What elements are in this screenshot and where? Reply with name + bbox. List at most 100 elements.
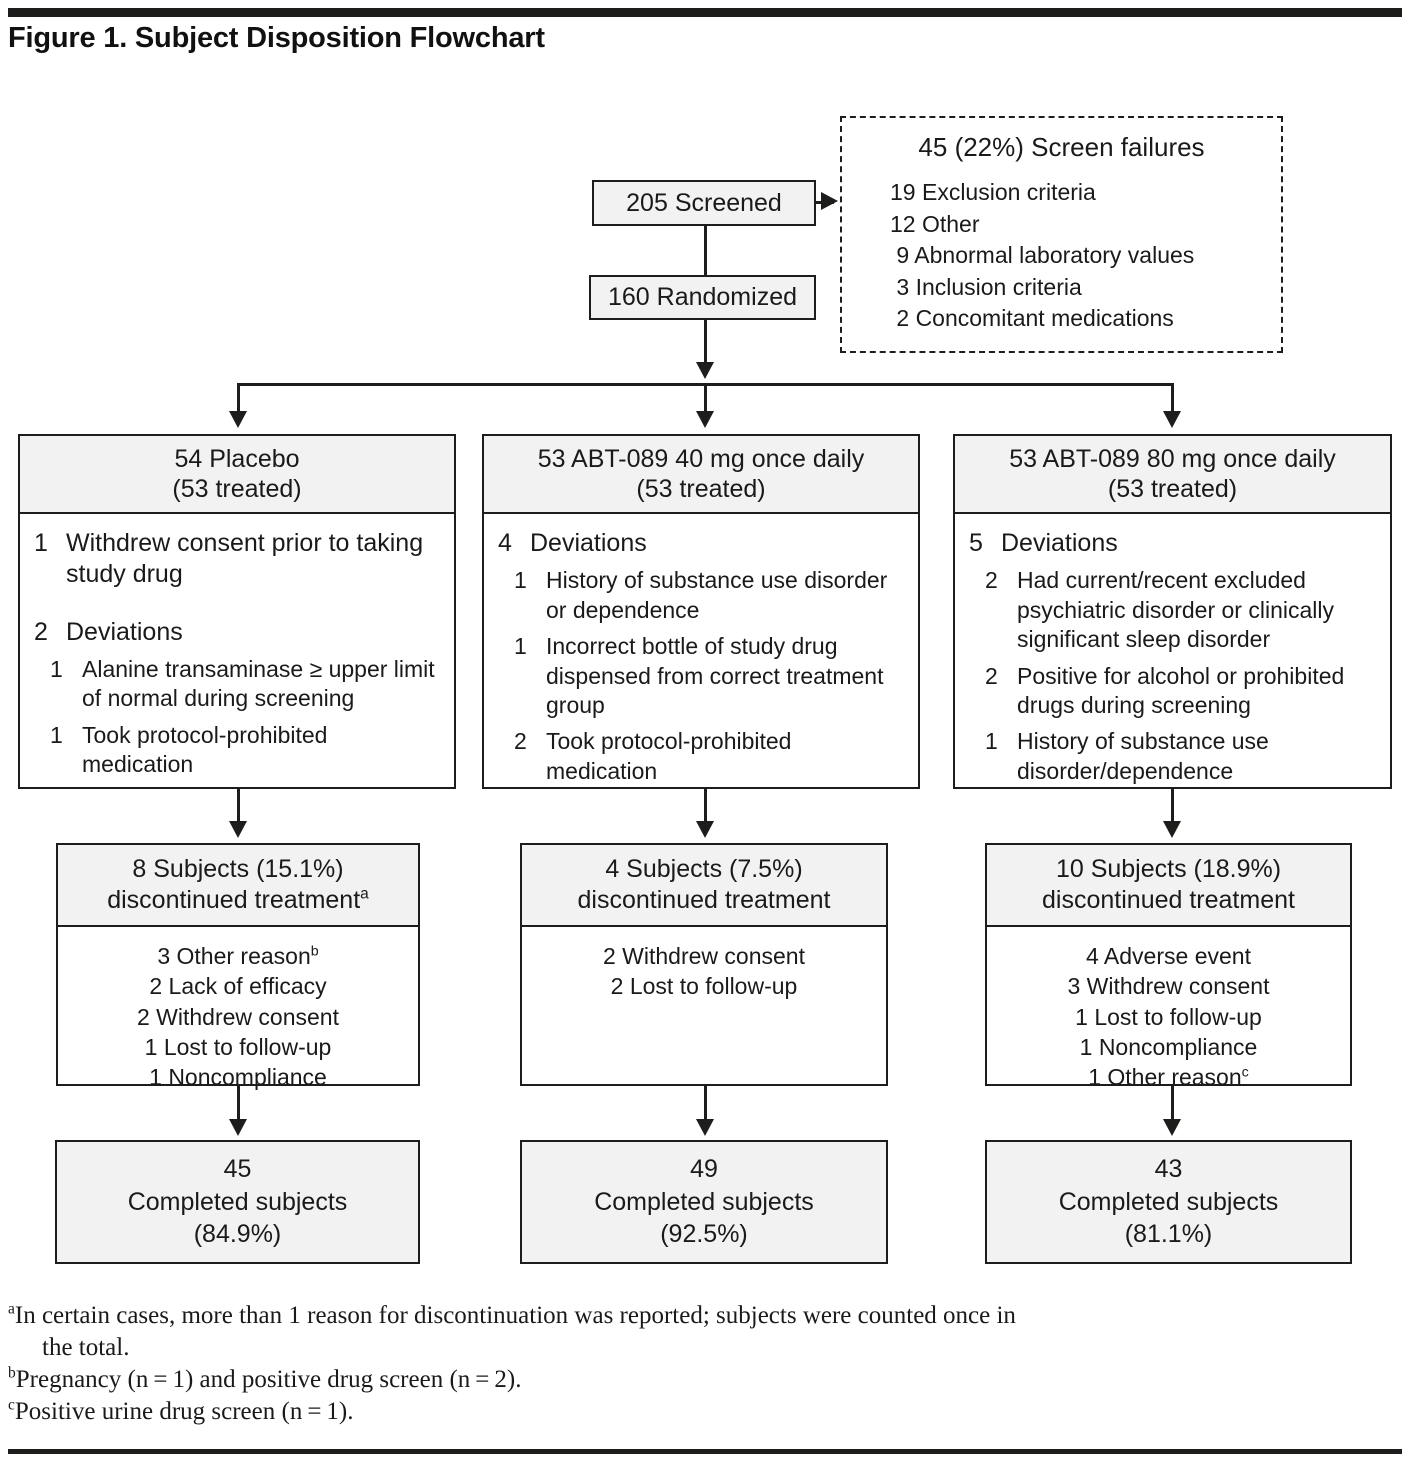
list-item: 1 Withdrew consent prior to taking study… (34, 528, 444, 591)
sub-list: 2 Had current/recent excluded psychiatri… (969, 566, 1380, 786)
connector-branch-right (1171, 383, 1174, 417)
list-item: 2 Lack of efficacy (58, 971, 418, 1001)
group-title: 53 ABT-089 80 mg once daily (1009, 444, 1336, 473)
node-screened-label: 205 Screened (626, 188, 782, 217)
completed-percent: (84.9%) (193, 1220, 282, 1249)
reason-text: 3 Withdrew consent (1067, 973, 1270, 1000)
footnote-marker: c (8, 1396, 15, 1414)
list-item: 1 History of substance use disorder/depe… (969, 727, 1380, 786)
completed-box-abt089-80mg: 43 Completed subjects (81.1%) (985, 1140, 1352, 1264)
connector-disc2-to-completed2 (704, 1086, 707, 1124)
list-item: 1 Other reasonc (987, 1062, 1350, 1092)
group-body: 4 Deviations 1 History of substance use … (484, 514, 918, 786)
arrowhead-down-icon (696, 821, 714, 838)
item-count: 2 (985, 662, 998, 689)
list-item: 2 Withdrew consent (603, 943, 805, 969)
arrowhead-down-icon (229, 821, 247, 838)
item-text: Withdrew consent prior to taking study d… (66, 529, 424, 589)
footnote-marker: b (310, 943, 319, 960)
item-text: Deviations (66, 617, 183, 646)
footnote-marker: a (360, 885, 369, 903)
item-text: Took protocol-prohibited medication (82, 721, 328, 778)
item-text: Incorrect bottle of study drug dispensed… (546, 633, 884, 718)
item-text: Positive for alcohol or prohibited drugs… (1017, 662, 1345, 718)
list-item: 5 Deviations (969, 528, 1380, 559)
completed-label: Completed subjects (1058, 1187, 1279, 1216)
list-item: 2 Had current/recent excluded psychiatri… (969, 566, 1380, 654)
group-subtitle: (53 treated) (1107, 475, 1238, 503)
group-subtitle: (53 treated) (172, 475, 302, 503)
list-item: 19 Exclusion criteria (890, 179, 1096, 205)
footnote-marker: a (8, 1300, 15, 1318)
footnote-text: Positive urine drug screen (n = 1). (14, 1398, 354, 1425)
discontinued-header: 8 Subjects (15.1%) discontinued treatmen… (58, 845, 418, 927)
completed-percent: (92.5%) (660, 1220, 748, 1249)
group-header: 53 ABT-089 80 mg once daily (53 treated) (955, 436, 1390, 514)
discontinued-body: 3 Other reasonb 2 Lack of efficacy 2 Wit… (58, 927, 418, 1093)
discontinued-body: 4 Adverse event 3 Withdrew consent 1 Los… (987, 927, 1350, 1093)
connector-group2-to-disc2 (704, 789, 707, 827)
reason-text: 2 Withdrew consent (137, 1003, 339, 1030)
arrowhead-down-icon (696, 1119, 714, 1136)
discontinued-header: 10 Subjects (18.9%) discontinued treatme… (987, 845, 1350, 927)
item-count: 2 (985, 567, 998, 594)
connector-group3-to-disc3 (1171, 789, 1174, 827)
list-item: 9 Abnormal laboratory values (890, 242, 1195, 268)
reason-text: 4 Adverse event (1086, 943, 1251, 969)
reason-text: 1 Lost to follow-up (144, 1034, 332, 1061)
connector-disc3-to-completed3 (1171, 1086, 1174, 1124)
list-item: 1 History of substance use disorder or d… (498, 566, 908, 625)
list-item: 2 Concomitant medications (890, 305, 1174, 331)
reason-text: 2 Lack of efficacy (149, 973, 327, 1000)
screen-failures-box: 45 (22%) Screen failures 19 Exclusion cr… (840, 116, 1283, 353)
item-count: 1 (514, 567, 527, 594)
item-text: Deviations (530, 529, 647, 557)
arrowhead-right-icon (821, 192, 838, 210)
connector-branch-left (237, 383, 240, 417)
completed-count: 49 (690, 1155, 718, 1184)
list-item: 1 Alanine transaminase ≥ upper limit of … (34, 655, 444, 714)
screen-failures-title: 45 (22%) Screen failures (918, 132, 1205, 162)
arrowhead-down-icon (1163, 411, 1181, 428)
screen-failures-list: 19 Exclusion criteria 12 Other 9 Abnorma… (842, 177, 1281, 335)
top-divider-rule (8, 8, 1402, 17)
connector-screened-to-randomized (704, 226, 707, 275)
spacer (34, 595, 444, 617)
list-item: 1 Incorrect bottle of study drug dispens… (498, 632, 908, 720)
item-count: 1 (50, 655, 63, 682)
discontinued-title: discontinued treatment (577, 886, 831, 914)
footnotes: aIn certain cases, more than 1 reason fo… (8, 1300, 1398, 1428)
list-item: 2 Took protocol-prohibited medication (498, 727, 908, 786)
item-text: Took protocol-prohibited medication (546, 728, 792, 784)
arrowhead-down-icon (1163, 1119, 1181, 1136)
item-text: Had current/recent excluded psychiatric … (1017, 567, 1334, 653)
item-text: Alanine transaminase ≥ upper limit of no… (82, 655, 435, 712)
item-count: 1 (34, 529, 48, 557)
completed-percent: (81.1%) (1124, 1220, 1213, 1249)
bottom-divider-rule (8, 1449, 1402, 1454)
arrowhead-down-icon (1163, 821, 1181, 838)
completed-label: Completed subjects (127, 1187, 348, 1216)
connector-randomized-stem (704, 320, 707, 372)
footnote-b: bPregnancy (n = 1) and positive drug scr… (8, 1364, 1398, 1396)
discontinued-box-abt089-80mg: 10 Subjects (18.9%) discontinued treatme… (985, 843, 1352, 1090)
connector-group1-to-disc1 (237, 789, 240, 827)
list-item: 3 Inclusion criteria (890, 273, 1082, 300)
node-screened: 205 Screened (592, 180, 816, 226)
page-title: Figure 1. Subject Disposition Flowchart (8, 22, 545, 54)
list-item: 1 Lost to follow-up (58, 1032, 418, 1062)
arrowhead-down-icon (229, 1119, 247, 1136)
list-item: 4 Deviations (498, 528, 908, 559)
list-item: 1 Lost to follow-up (987, 1002, 1350, 1032)
group-body: 1 Withdrew consent prior to taking study… (20, 514, 454, 780)
discontinued-title: discontinued treatment (1042, 886, 1295, 914)
list-item: 2 Positive for alcohol or prohibited dru… (969, 662, 1380, 721)
group-header: 53 ABT-089 40 mg once daily (53 treated) (484, 436, 918, 514)
list-item: 2 Lost to follow-up (610, 973, 798, 1000)
sub-list: 1 Alanine transaminase ≥ upper limit of … (34, 655, 444, 780)
footnote-text: Pregnancy (n = 1) and positive drug scre… (15, 1366, 522, 1393)
list-item: 3 Other reasonb (58, 941, 418, 971)
group-subtitle: (53 treated) (636, 475, 766, 503)
footnote-marker: b (8, 1364, 16, 1382)
group-title: 54 Placebo (174, 444, 300, 473)
